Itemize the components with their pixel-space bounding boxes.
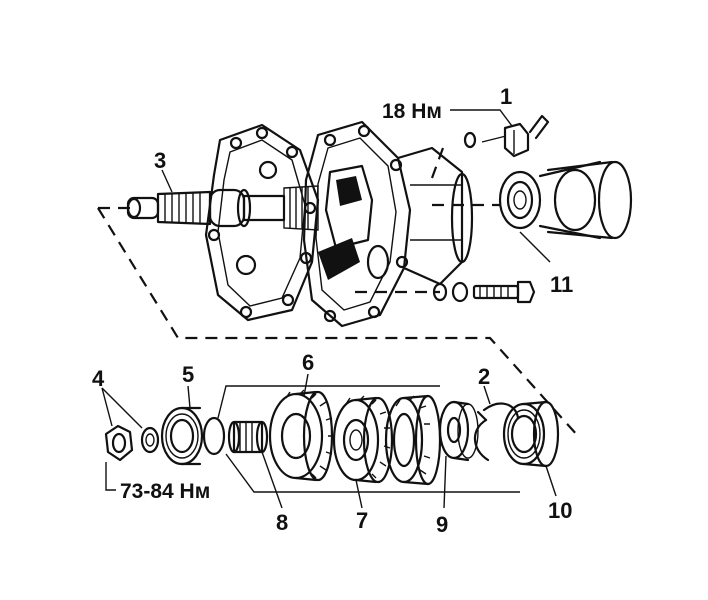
- nut-and-washer: [104, 424, 160, 462]
- callout-2: 2: [478, 364, 490, 389]
- bolt-with-nut: [463, 114, 550, 158]
- rear-bearing: [502, 400, 560, 468]
- callout-11: 11: [550, 272, 573, 297]
- adapter-housing: [302, 120, 474, 328]
- callout-8: 8: [276, 510, 288, 535]
- gear-7: [332, 395, 394, 484]
- hub: [227, 420, 269, 454]
- front-bearing: [160, 406, 226, 466]
- bearing-and-cover: [498, 160, 633, 240]
- synchronizer-sleeve: [384, 394, 442, 486]
- torque-bolt-upper: 18 Нм: [382, 100, 442, 123]
- torque-nut-lower: 73-84 Нм: [120, 480, 210, 503]
- torque-labels: 18 Нм 73-84 Нм: [120, 100, 442, 503]
- callout-labels: 1 2 3 4 5 6 7 8 9 10 11: [92, 84, 573, 537]
- callout-10: 10: [548, 498, 572, 523]
- gasket: [204, 123, 320, 322]
- callout-6: 6: [302, 350, 314, 375]
- snap-ring: [473, 402, 520, 462]
- leader-lines: [101, 109, 557, 509]
- thrust-washer: [438, 400, 479, 462]
- callout-5: 5: [182, 362, 194, 387]
- callout-9: 9: [436, 512, 448, 537]
- gear-6: [268, 389, 334, 482]
- gear-bracket-lines: [217, 385, 520, 493]
- bolt-and-washers: [432, 280, 536, 304]
- callout-4: 4: [92, 366, 105, 391]
- callout-7: 7: [356, 508, 368, 533]
- callout-3: 3: [154, 148, 166, 173]
- callout-1: 1: [500, 84, 512, 109]
